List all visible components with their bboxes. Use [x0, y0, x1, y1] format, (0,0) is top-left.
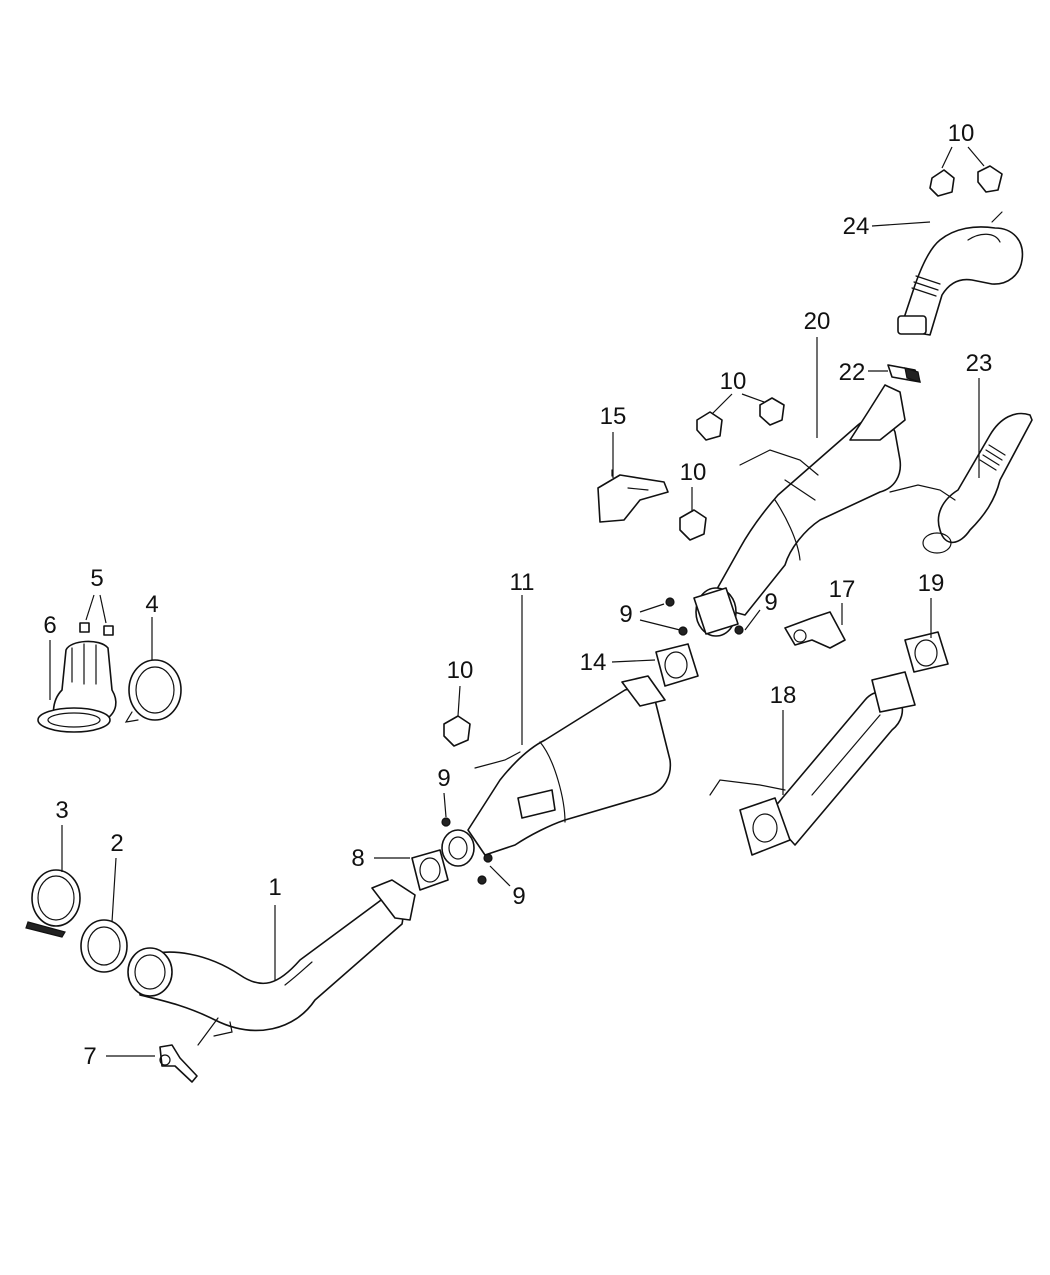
part-4-v-band-clamp: [124, 659, 182, 723]
callout-9-d: 9: [764, 589, 777, 616]
callout-7: 7: [83, 1043, 96, 1070]
callout-10-a: 10: [948, 120, 975, 147]
callout-15: 15: [600, 403, 627, 430]
callout-labels: 1 2 3 4 5 6 7 8 9 9 9 9 10 10 10 10 11 1…: [43, 120, 992, 1070]
callout-10-c: 10: [680, 459, 707, 486]
callout-23: 23: [966, 350, 993, 377]
part-23-tail-pipe: [889, 412, 1033, 554]
callout-5: 5: [90, 565, 103, 592]
callout-3: 3: [55, 797, 68, 824]
part-8-flange-gasket: [411, 849, 449, 891]
callout-6: 6: [43, 612, 56, 639]
callout-1: 1: [268, 874, 281, 901]
part-2-ring-gasket: [80, 919, 128, 973]
callout-8: 8: [351, 845, 364, 872]
part-18-resonator-pipe: [709, 671, 916, 856]
part-1-front-pipe: [127, 879, 416, 1046]
part-15-bracket: [597, 469, 669, 523]
callout-18: 18: [770, 682, 797, 709]
part-7-hanger-bracket: [159, 1044, 198, 1083]
callout-2: 2: [110, 830, 123, 857]
part-5-bolts: [79, 622, 114, 636]
callout-4: 4: [145, 591, 158, 618]
callout-9-a: 9: [437, 765, 450, 792]
callout-11: 11: [510, 569, 535, 596]
part-3-band-clamp: [25, 869, 81, 938]
callout-9-b: 9: [512, 883, 525, 910]
leader-lines: [49, 146, 985, 1057]
part-19-flange-gasket: [904, 631, 949, 673]
callout-19: 19: [918, 570, 945, 597]
callout-10-b: 10: [720, 368, 747, 395]
part-24-tail-pipe-tips: [897, 211, 1024, 336]
part-17-hanger-bracket: [784, 611, 846, 649]
callout-14: 14: [580, 649, 607, 676]
part-9-nuts: [441, 597, 744, 885]
part-14-flange-gasket: [655, 643, 699, 687]
callout-9-c: 9: [619, 601, 632, 628]
callout-17: 17: [829, 576, 856, 603]
callout-20: 20: [804, 308, 831, 335]
part-6-outlet-adapter: [37, 640, 117, 733]
callout-10-d: 10: [447, 657, 474, 684]
callout-22: 22: [839, 359, 866, 386]
callout-24: 24: [843, 213, 870, 240]
part-20-muffler: [693, 384, 906, 637]
part-10-isolators: [443, 165, 1003, 747]
part-11-converter: [441, 675, 672, 867]
part-22-clamp: [887, 364, 921, 383]
